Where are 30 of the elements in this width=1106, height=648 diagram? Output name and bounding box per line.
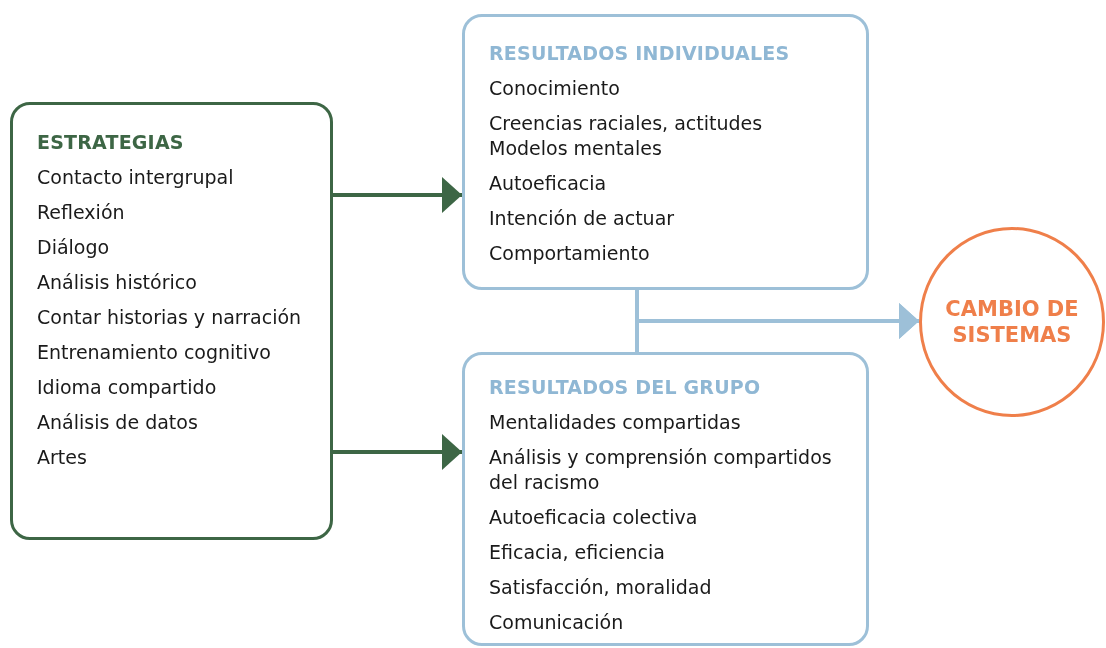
outcome-box (462, 352, 869, 646)
list-item: Entrenamiento cognitivo (37, 340, 272, 365)
list-item: Intención de actuar (489, 206, 676, 231)
list-item: Contar historias y narración (37, 305, 303, 330)
list-item: Diálogo (37, 235, 111, 260)
strategy-box (10, 102, 333, 540)
outcome-box (462, 14, 869, 290)
list-item: Autoeficacia (489, 171, 608, 196)
list-item: Conocimiento (489, 76, 621, 101)
list-item: Comportamiento (489, 241, 651, 266)
section-heading: ESTRATEGIAS (37, 130, 185, 155)
list-item: Idioma compartido (37, 375, 218, 400)
list-item: Autoeficacia colectiva (489, 505, 699, 530)
list-item: Mentalidades compartidas (489, 410, 742, 435)
list-item: Comunicación (489, 610, 625, 635)
arrow (333, 177, 462, 213)
list-item: Creencias raciales, actitudes Modelos mentales (489, 111, 764, 161)
section-heading: RESULTADOS INDIVIDUALES (489, 41, 791, 66)
list-item: Satisfacción, moralidad (489, 575, 713, 600)
section-heading: RESULTADOS DEL GRUPO (489, 375, 762, 400)
list-item: Análisis histórico (37, 270, 198, 295)
list-item: Contacto intergrupal (37, 165, 235, 190)
list-item: Análisis de datos (37, 410, 199, 435)
list-item: Análisis y comprensión compartidos del racismo (489, 445, 833, 495)
list-item: Artes (37, 445, 88, 470)
list-item: Reflexión (37, 200, 126, 225)
list-item: Eficacia, eficiencia (489, 540, 666, 565)
arrow (333, 434, 462, 470)
arrow (635, 303, 919, 352)
node-label: CAMBIO DE SISTEMAS (944, 296, 1080, 348)
